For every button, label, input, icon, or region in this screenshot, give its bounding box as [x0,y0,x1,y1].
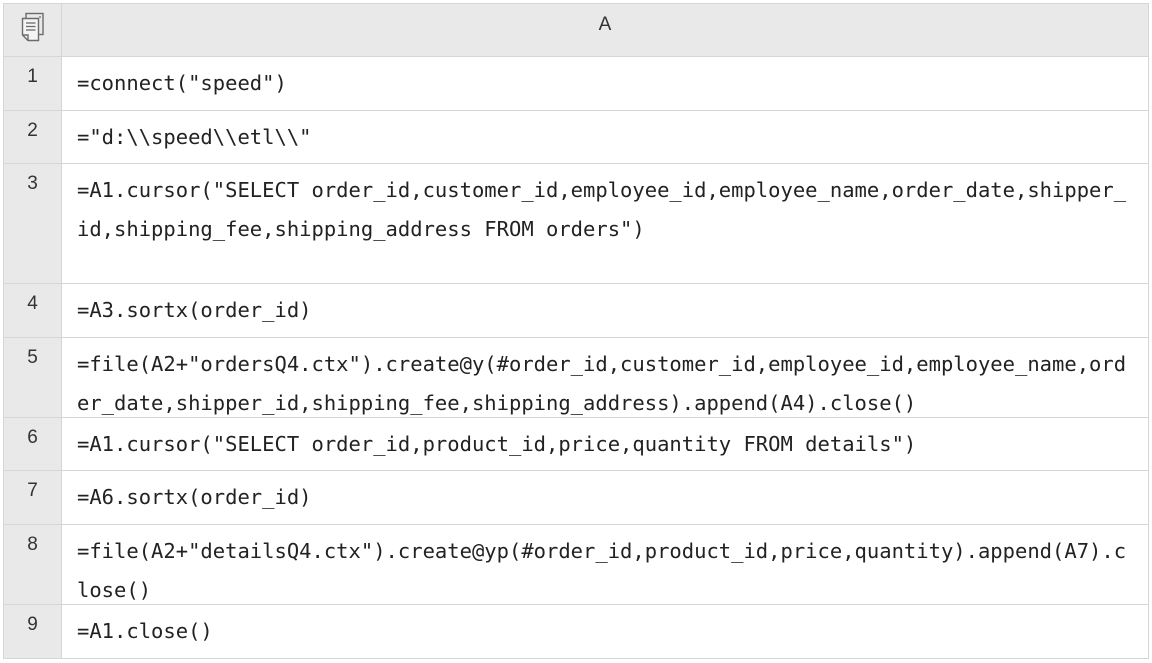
row-number[interactable]: 8 [4,525,62,604]
grid-row-9: 9 =A1.close() [4,605,1148,658]
cell-a7[interactable]: =A6.sortx(order_id) [77,485,312,509]
header-row: A [4,4,1148,57]
grid-row-1: 1 =connect("speed") [4,57,1148,111]
select-all-corner[interactable] [4,4,62,56]
cell-a3[interactable]: =A1.cursor("SELECT order_id,customer_id,… [77,178,1127,241]
row-number[interactable]: 1 [4,57,62,110]
cell-a9[interactable]: =A1.close() [77,619,213,643]
grid-row-2: 2 ="d:\\speed\\etl\\" [4,111,1148,164]
grid-row-3: 3 =A1.cursor("SELECT order_id,customer_i… [4,164,1148,284]
grid-row-5: 5 =file(A2+"ordersQ4.ctx").create@y(#ord… [4,338,1148,418]
cell-a8[interactable]: =file(A2+"detailsQ4.ctx").create@yp(#ord… [77,539,1127,602]
row-number[interactable]: 5 [4,338,62,417]
cell-a1[interactable]: =connect("speed") [77,71,287,95]
cell-a2[interactable]: ="d:\\speed\\etl\\" [77,125,312,149]
row-number[interactable]: 3 [4,164,62,283]
column-header-a[interactable]: A [62,4,1148,56]
cell-a5[interactable]: =file(A2+"ordersQ4.ctx").create@y(#order… [77,352,1127,415]
grid-row-7: 7 =A6.sortx(order_id) [4,471,1148,525]
grid-row-4: 4 =A3.sortx(order_id) [4,284,1148,338]
row-number[interactable]: 6 [4,418,62,470]
row-number[interactable]: 2 [4,111,62,163]
row-number[interactable]: 7 [4,471,62,524]
grid-row-8: 8 =file(A2+"detailsQ4.ctx").create@yp(#o… [4,525,1148,605]
row-number[interactable]: 9 [4,605,62,658]
cell-a4[interactable]: =A3.sortx(order_id) [77,298,312,322]
row-number[interactable]: 4 [4,284,62,337]
cell-a6[interactable]: =A1.cursor("SELECT order_id,product_id,p… [77,432,917,456]
sheet-pages-icon [20,12,46,42]
spreadsheet-grid: A 1 =connect("speed") 2 ="d:\\speed\\etl… [3,3,1149,659]
grid-row-6: 6 =A1.cursor("SELECT order_id,product_id… [4,418,1148,471]
